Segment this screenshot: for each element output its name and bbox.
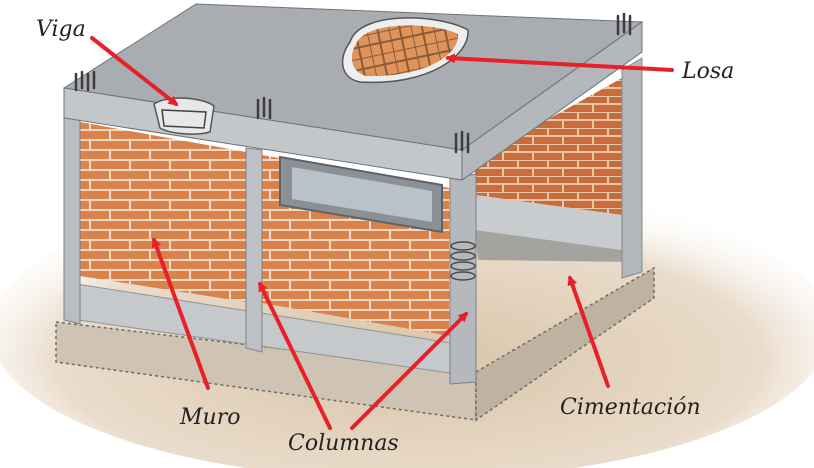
label-cimentacion: Cimentación [560, 395, 701, 420]
arrow-muro [151, 237, 210, 390]
label-muro: Muro [179, 405, 240, 430]
window [279, 155, 443, 234]
column-left [63, 115, 81, 325]
callout-arrows [90, 36, 674, 430]
label-losa: Losa [681, 59, 734, 84]
foundation [55, 266, 655, 422]
rebar-stubs [74, 12, 632, 154]
slab-cutaway [341, 17, 469, 84]
arrow-columna-1 [258, 281, 332, 430]
front-wall-left [80, 122, 246, 302]
inner-brick-wall [475, 78, 622, 215]
label-viga: Viga [36, 17, 86, 42]
inner-floor-beam [475, 195, 622, 250]
arrow-viga [90, 36, 179, 106]
beam-cutaway [153, 97, 215, 135]
column-right-rear [621, 57, 643, 279]
arrow-cimentacion [567, 275, 610, 388]
label-columnas: Columnas [288, 431, 399, 456]
column-middle [245, 147, 263, 353]
column-stirrups [450, 241, 476, 281]
arrow-columna-2 [350, 311, 469, 430]
arrow-losa [445, 53, 674, 72]
